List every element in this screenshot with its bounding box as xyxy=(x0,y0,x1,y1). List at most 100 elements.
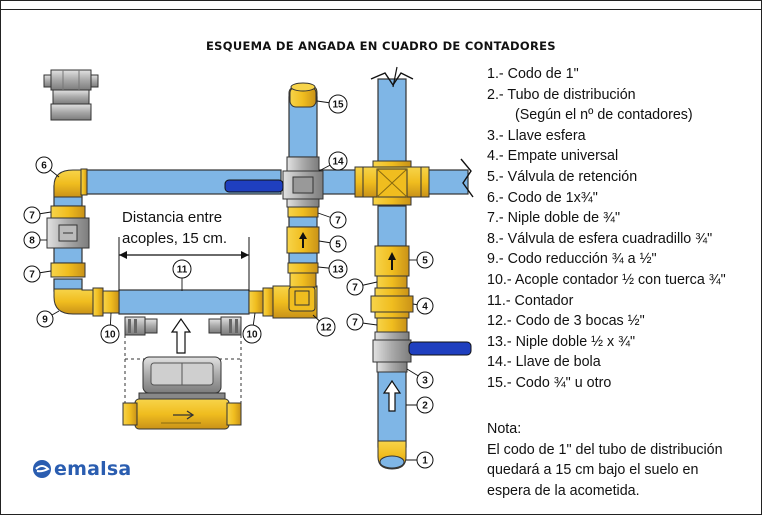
callout-number: 12 xyxy=(320,323,332,334)
nipple-13 xyxy=(287,262,319,288)
callout-1: 1 xyxy=(406,451,434,469)
elbow-6 xyxy=(53,168,88,198)
callout-circle xyxy=(346,278,364,296)
nipple-7-main-top xyxy=(376,275,408,289)
callout-number: 4 xyxy=(422,302,428,313)
callout-number: 15 xyxy=(332,100,344,111)
legend-item: 9.- Codo reducción ¾ a ½" xyxy=(487,251,657,268)
distance-label: Distancia entre acoples, 15 cm. xyxy=(122,207,227,249)
legend-item: 4.- Empate universal xyxy=(487,148,619,165)
callout-7: 7 xyxy=(23,265,52,283)
callout-circle xyxy=(242,324,262,344)
callout-number: 2 xyxy=(422,401,428,412)
elbow-12 xyxy=(272,285,318,319)
meter-gap-pipe xyxy=(118,289,250,315)
coupling-10-left xyxy=(102,290,120,314)
elbow-9 xyxy=(53,287,104,317)
top-frame-bar xyxy=(1,1,761,10)
callout-number: 5 xyxy=(335,240,341,251)
legend-item: 6.- Codo de 1x¾" xyxy=(487,189,598,206)
flow-arrow-main xyxy=(382,379,402,412)
callout-number: 8 xyxy=(29,236,35,247)
callout-6: 6 xyxy=(35,156,60,178)
callout-7: 7 xyxy=(23,206,52,224)
callout-7: 7 xyxy=(346,313,378,331)
callout-circle xyxy=(416,396,434,414)
callout-14: 14 xyxy=(318,151,348,172)
elbow-1 xyxy=(377,440,407,470)
callout-circle xyxy=(329,211,347,229)
callout-4: 4 xyxy=(412,297,434,315)
distance-label-line-1: Distancia entre xyxy=(122,209,223,226)
callout-circle xyxy=(416,371,434,389)
distance-label-line-2: acoples, 15 cm. xyxy=(122,230,228,247)
callout-number: 7 xyxy=(29,211,35,222)
callout-circle xyxy=(100,324,120,344)
logo-text: emalsa xyxy=(54,458,132,480)
callout-circle xyxy=(328,259,348,279)
emalsa-logo-icon xyxy=(33,460,51,478)
legend-item: 1.- Codo de 1" xyxy=(487,66,579,82)
ball-valve-3 xyxy=(372,331,412,373)
callout-number: 3 xyxy=(422,376,428,387)
note-line: quedará a 15 cm bajo el suelo en xyxy=(487,462,699,479)
callout-circle xyxy=(346,313,364,331)
valve-14-handle xyxy=(224,179,284,193)
legend-item: 12.- Codo de 3 bocas ½" xyxy=(487,313,645,330)
legend-item: (Según el nº de contadores) xyxy=(515,107,693,124)
meter-coupling-right-exploded xyxy=(208,316,242,336)
dashed-guides xyxy=(124,335,242,411)
callout-10: 10 xyxy=(100,312,120,344)
callout-circle xyxy=(172,259,192,279)
legend-item: 8.- Válvula de esfera cuadradillo ¾" xyxy=(487,230,713,247)
emalsa-logo: emalsa xyxy=(32,458,131,480)
legend-item: 5.- Válvula de retención xyxy=(487,168,638,185)
callout-10: 10 xyxy=(242,312,262,344)
callout-15: 15 xyxy=(316,94,348,114)
legend-item: 7.- Niple doble de ¾" xyxy=(487,210,621,227)
note-line: El codo de 1" del tubo de distribución xyxy=(487,441,723,458)
cross-fitting xyxy=(354,160,430,206)
legend-item: 14.- Llave de bola xyxy=(487,354,601,371)
callout-number: 13 xyxy=(332,265,344,276)
callout-circle xyxy=(328,94,348,114)
nipple-7-left-top xyxy=(50,205,86,219)
callout-circle xyxy=(35,156,53,174)
callout-circle xyxy=(23,206,41,224)
callout-number: 5 xyxy=(422,256,428,267)
callout-11: 11 xyxy=(172,259,192,291)
legend-item: 13.- Niple doble ½ x ¾" xyxy=(487,333,636,350)
meter-up-arrow xyxy=(170,317,192,354)
valve-8 xyxy=(46,217,90,249)
legend-item: 10.- Acople contador ½ con tuerca ¾" xyxy=(487,271,726,288)
callout-circle xyxy=(23,231,41,249)
callout-number: 10 xyxy=(246,330,258,341)
callout-number: 7 xyxy=(335,216,341,227)
callout-5: 5 xyxy=(318,235,347,253)
callout-number: 11 xyxy=(177,265,188,276)
callout-number: 6 xyxy=(41,161,47,172)
callout-8: 8 xyxy=(23,231,47,249)
callout-number: 9 xyxy=(42,315,48,326)
callout-circle xyxy=(23,265,41,283)
callout-circle xyxy=(36,310,54,328)
callout-13: 13 xyxy=(317,259,348,279)
callout-2: 2 xyxy=(406,396,434,414)
legend-item: 15.- Codo ¾" u otro xyxy=(487,374,612,391)
elbow-15-top-cap xyxy=(289,82,317,108)
callout-9: 9 xyxy=(36,310,60,328)
check-valve-5-main xyxy=(374,245,410,277)
diagram-title: ESQUEMA DE ANGADA EN CUADRO DE CONTADORE… xyxy=(206,39,556,53)
callout-3: 3 xyxy=(406,368,434,389)
note-block: Nota: El codo de 1" del tubo de distribu… xyxy=(487,419,723,501)
parts-legend: 1.- Codo de 1" 2.- Tubo de distribución … xyxy=(487,64,726,394)
callout-circle xyxy=(416,297,434,315)
water-meter-11 xyxy=(122,356,242,430)
callout-12: 12 xyxy=(312,314,336,337)
note-line: espera de la acometida. xyxy=(487,482,640,499)
callout-number: 10 xyxy=(104,330,116,341)
callout-number: 7 xyxy=(352,318,358,329)
nipple-7-right xyxy=(287,206,319,218)
